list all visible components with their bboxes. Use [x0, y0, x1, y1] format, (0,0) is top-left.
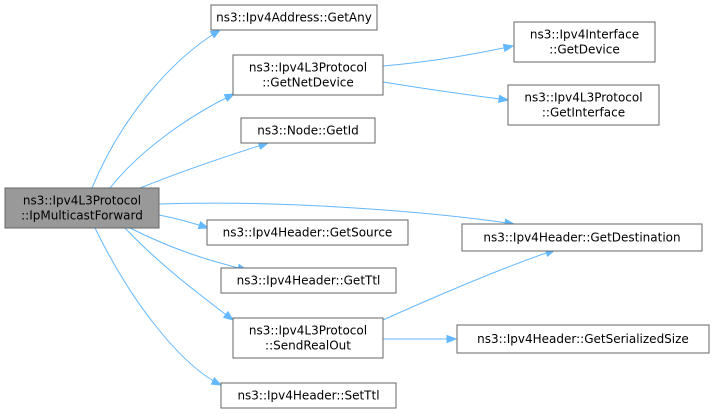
- node-label: ::SendRealOut: [265, 339, 351, 353]
- node-box: [456, 324, 710, 354]
- edge-root-to-get-any: [91, 29, 222, 189]
- edge-root-to-get-source: [158, 214, 210, 230]
- node-get-destination[interactable]: ns3::Ipv4Header::GetDestination: [461, 223, 703, 252]
- node-get-net-device[interactable]: ns3::Ipv4L3Protocol::GetNetDevice: [232, 54, 384, 96]
- node-get-interface[interactable]: ns3::Ipv4L3Protocol::GetInterface: [507, 84, 660, 126]
- arrowhead: [222, 310, 235, 321]
- edge-send-real-out-to-get-destination: [382, 248, 557, 321]
- node-label: ns3::Ipv4L3Protocol: [23, 194, 141, 208]
- node-label: ns3::Ipv4Header::GetSource: [223, 226, 393, 240]
- node-label: ns3::Ipv4Interface: [530, 28, 639, 42]
- node-get-device[interactable]: ns3::Ipv4Interface::GetDevice: [513, 21, 656, 63]
- node-label: ns3::Ipv4Header::SetTtl: [237, 389, 379, 403]
- nodes-layer: ns3::Ipv4L3Protocol::IpMulticastForwardn…: [4, 4, 710, 409]
- edge-send-real-out-to-get-serialized-size: [383, 334, 458, 344]
- edges-layer: [91, 29, 557, 386]
- node-send-real-out[interactable]: ns3::Ipv4L3Protocol::SendRealOut: [232, 317, 384, 359]
- node-box: [206, 219, 409, 246]
- node-label: ::GetNetDevice: [262, 76, 354, 90]
- node-box: [232, 54, 384, 96]
- node-get-any[interactable]: ns3::Ipv4Address::GetAny: [210, 4, 378, 31]
- arrowhead: [223, 93, 236, 102]
- node-label: ::GetDevice: [549, 43, 620, 57]
- node-get-id[interactable]: ns3::Node::GetId: [240, 117, 376, 144]
- node-label: ns3::Ipv4L3Protocol: [249, 324, 367, 338]
- node-box: [4, 187, 160, 229]
- node-label: ns3::Ipv4L3Protocol: [249, 61, 367, 75]
- arrowhead: [446, 334, 458, 344]
- node-box: [220, 382, 397, 409]
- node-label: ::IpMulticastForward: [21, 209, 143, 223]
- node-label: ns3::Ipv4L3Protocol: [524, 91, 642, 105]
- node-label: ns3::Ipv4Header::GetSerializedSize: [477, 332, 689, 346]
- node-set-ttl[interactable]: ns3::Ipv4Header::SetTtl: [220, 382, 397, 409]
- node-get-source[interactable]: ns3::Ipv4Header::GetSource: [206, 219, 409, 246]
- edge-root-to-set-ttl: [94, 227, 223, 386]
- edge-root-to-get-id: [139, 141, 270, 189]
- node-box: [507, 84, 660, 126]
- node-label: ns3::Ipv4Header::GetTtl: [237, 274, 381, 288]
- node-box: [240, 117, 376, 144]
- edge-get-net-device-to-get-interface: [382, 81, 510, 104]
- arrowhead: [498, 94, 510, 104]
- edge-root-to-send-real-out: [124, 227, 235, 321]
- node-box: [461, 223, 703, 252]
- node-get-ttl[interactable]: ns3::Ipv4Header::GetTtl: [220, 267, 397, 294]
- arrowhead: [209, 29, 222, 39]
- node-label: ns3::Ipv4Header::GetDestination: [483, 231, 680, 245]
- arrowhead: [197, 220, 210, 230]
- arrowhead: [502, 43, 515, 53]
- arrowhead: [210, 377, 223, 386]
- node-root[interactable]: ns3::Ipv4L3Protocol::IpMulticastForward: [4, 187, 160, 229]
- node-label: ::GetInterface: [542, 106, 625, 120]
- node-get-serialized-size[interactable]: ns3::Ipv4Header::GetSerializedSize: [456, 324, 710, 354]
- node-box: [220, 267, 397, 294]
- node-label: ns3::Node::GetId: [257, 124, 359, 138]
- node-box: [513, 21, 656, 63]
- node-box: [210, 4, 378, 31]
- node-box: [232, 317, 384, 359]
- edge-get-net-device-to-get-device: [382, 43, 515, 67]
- node-label: ns3::Ipv4Address::GetAny: [216, 11, 372, 25]
- edge-root-to-get-net-device: [109, 93, 236, 189]
